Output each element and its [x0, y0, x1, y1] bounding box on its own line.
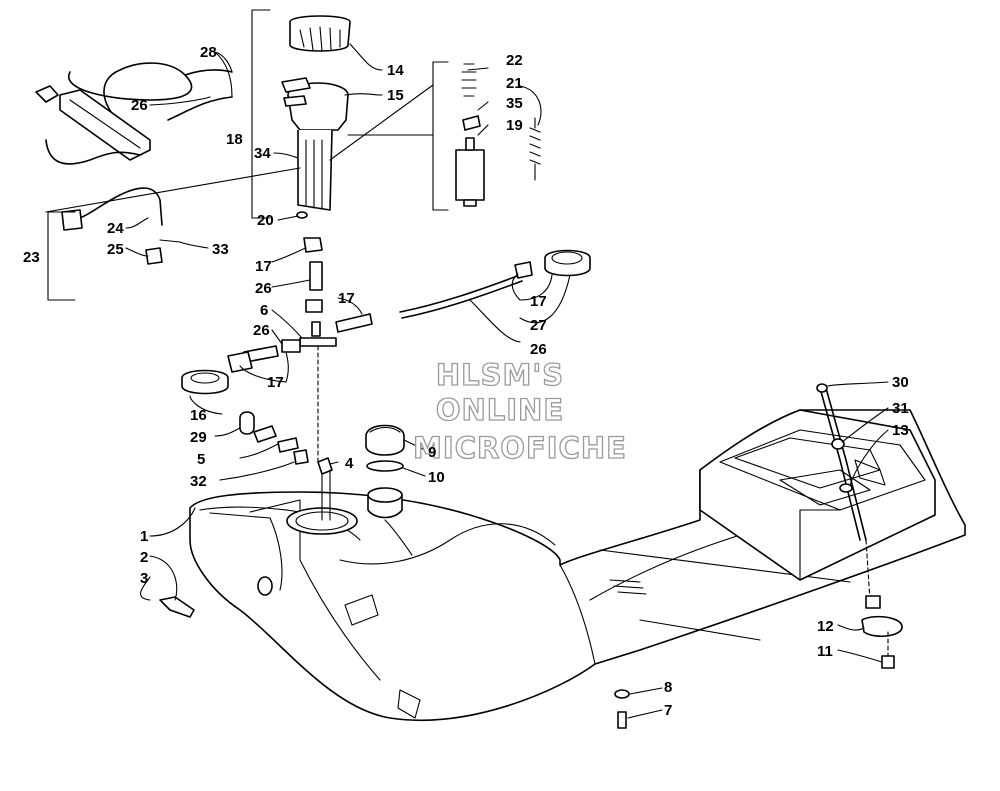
callout-14: 14 — [387, 62, 404, 79]
callout-29: 29 — [190, 429, 207, 446]
callout-16: 16 — [190, 407, 207, 424]
callout-9: 9 — [428, 444, 436, 461]
callout-8: 8 — [664, 679, 672, 696]
callout-27: 27 — [530, 317, 547, 334]
callout-4: 4 — [345, 455, 354, 472]
callout-26-right: 26 — [530, 341, 547, 358]
callout-5: 5 — [197, 451, 205, 468]
callout-18: 18 — [226, 131, 243, 148]
watermark: HLSM'S ONLINE MICROFICHE — [412, 357, 627, 465]
callout-31: 31 — [892, 400, 909, 417]
callout-32: 32 — [190, 473, 207, 490]
callout-28: 28 — [200, 44, 217, 61]
hoses-and-rail — [35, 9, 449, 301]
callout-15: 15 — [387, 87, 404, 104]
leader-lines — [125, 43, 889, 719]
callout-30: 30 — [892, 374, 909, 391]
callout-17-right: 17 — [530, 293, 547, 310]
watermark-line1: HLSM'S — [436, 358, 564, 392]
callout-24: 24 — [107, 220, 124, 237]
callout-26-hose: 26 — [131, 97, 148, 114]
callout-2: 2 — [140, 549, 148, 566]
callout-labels: 14 15 28 26 18 34 20 22 21 35 19 23 24 2… — [23, 44, 909, 719]
callout-13: 13 — [892, 422, 909, 439]
fuel-tank — [159, 409, 966, 721]
callout-1: 1 — [140, 528, 148, 545]
callout-3: 3 — [140, 570, 148, 587]
watermark-line2: ONLINE — [436, 393, 564, 427]
callout-10: 10 — [428, 469, 445, 486]
callout-20: 20 — [257, 212, 274, 229]
fuel-cap — [365, 424, 405, 472]
callout-35: 35 — [506, 95, 523, 112]
callout-12: 12 — [817, 618, 834, 635]
callout-34: 34 — [254, 145, 271, 162]
callout-17-upper: 17 — [255, 258, 272, 275]
callout-33: 33 — [212, 241, 229, 258]
hold-down-strap — [816, 383, 903, 669]
fuel-lines — [181, 237, 591, 521]
callout-21: 21 — [506, 75, 523, 92]
watermark-line3: MICROFICHE — [413, 431, 627, 465]
callout-26-upper: 26 — [255, 280, 272, 297]
callout-26-left: 26 — [253, 322, 270, 339]
callout-11: 11 — [817, 643, 833, 660]
callout-7: 7 — [664, 702, 672, 719]
callout-19: 19 — [506, 117, 523, 134]
bottom-fasteners — [614, 689, 630, 729]
callout-25: 25 — [107, 241, 124, 258]
callout-22: 22 — [506, 52, 523, 69]
callout-17-left: 17 — [267, 374, 284, 391]
callout-17-mid: 17 — [338, 290, 355, 307]
fuel-pump-assembly — [281, 15, 541, 219]
callout-23: 23 — [23, 249, 40, 266]
callout-6: 6 — [260, 302, 268, 319]
